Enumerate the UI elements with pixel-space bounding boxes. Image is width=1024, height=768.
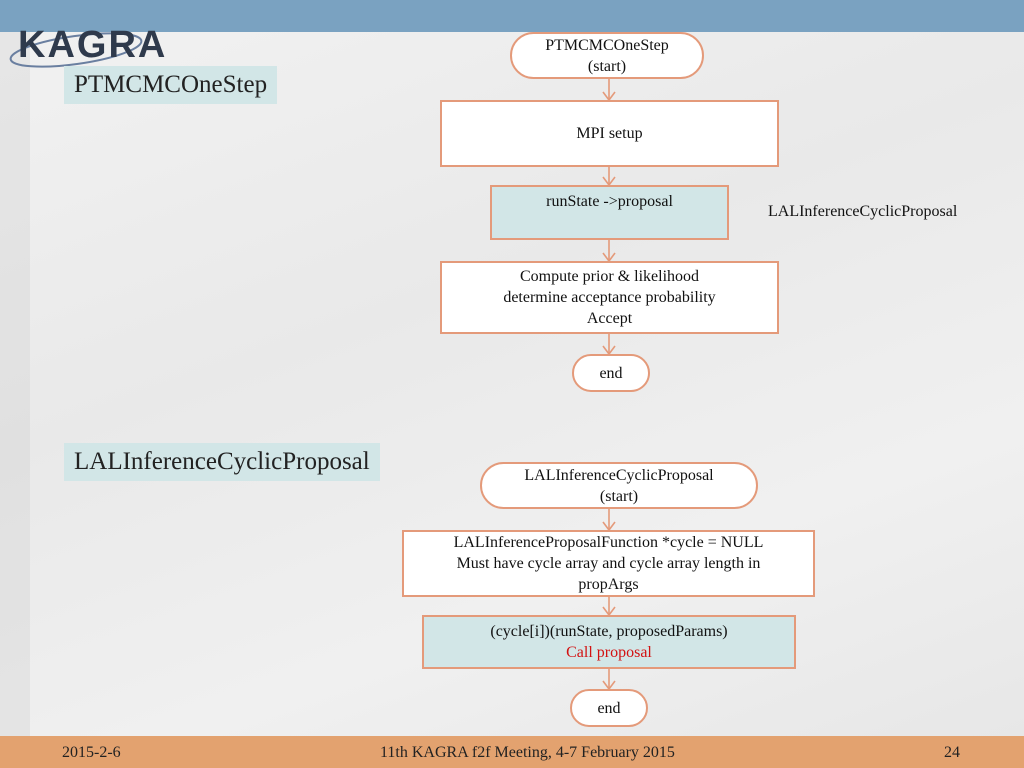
logo-swoosh-icon: [9, 32, 143, 68]
node-text: Accept: [586, 310, 633, 327]
section-title-ptmcmc: PTMCMCOneStep: [64, 66, 278, 104]
node-cyclic-start: LALInferenceCyclicProposal (start): [480, 462, 758, 509]
side-label-cyclic-proposal: LALInferenceCyclicProposal: [768, 203, 958, 220]
top-bar: [0, 0, 1024, 32]
node-runstate-proposal: runState ->proposal: [490, 185, 729, 240]
node-cycle-null: LALInferenceProposalFunction *cycle = NU…: [402, 530, 815, 597]
node-text: LALInferenceCyclicProposal: [524, 466, 714, 484]
bottom-bar: [0, 736, 1024, 768]
node-text: (cycle[i])(runState, proposedParams): [490, 623, 728, 640]
footer-date: 2015-2-6: [62, 744, 121, 761]
kagra-logo: KAGRA: [6, 18, 174, 74]
node-text-emphasis: Call proposal: [566, 644, 652, 661]
left-band: [0, 32, 30, 736]
node-text: PTMCMCOneStep: [545, 36, 669, 54]
node-text: Must have cycle array and cycle array le…: [456, 555, 761, 572]
node-text: (start): [587, 57, 627, 75]
node-end-2: end: [570, 689, 648, 727]
section-title-cyclic: LALInferenceCyclicProposal: [64, 443, 380, 481]
node-end-1: end: [572, 354, 650, 392]
node-ptmcmc-start: PTMCMCOneStep (start): [510, 32, 704, 79]
node-text: (start): [599, 487, 639, 505]
node-compute-prior: Compute prior & likelihood determine acc…: [440, 261, 779, 334]
node-text: end: [599, 364, 623, 382]
node-text: LALInferenceProposalFunction *cycle = NU…: [453, 534, 764, 551]
node-text: runState ->proposal: [546, 193, 673, 210]
logo-text: KAGRA: [18, 24, 168, 66]
footer-page-number: 24: [944, 744, 960, 761]
node-text: end: [597, 699, 621, 717]
node-mpi-setup: MPI setup: [440, 100, 779, 167]
footer-meeting: 11th KAGRA f2f Meeting, 4-7 February 201…: [380, 744, 675, 761]
node-call-proposal: (cycle[i])(runState, proposedParams) Cal…: [422, 615, 796, 669]
node-text: Compute prior & likelihood: [519, 268, 700, 285]
node-text: determine acceptance probability: [503, 289, 716, 306]
node-text: propArgs: [578, 576, 639, 593]
node-text: MPI setup: [576, 125, 643, 142]
